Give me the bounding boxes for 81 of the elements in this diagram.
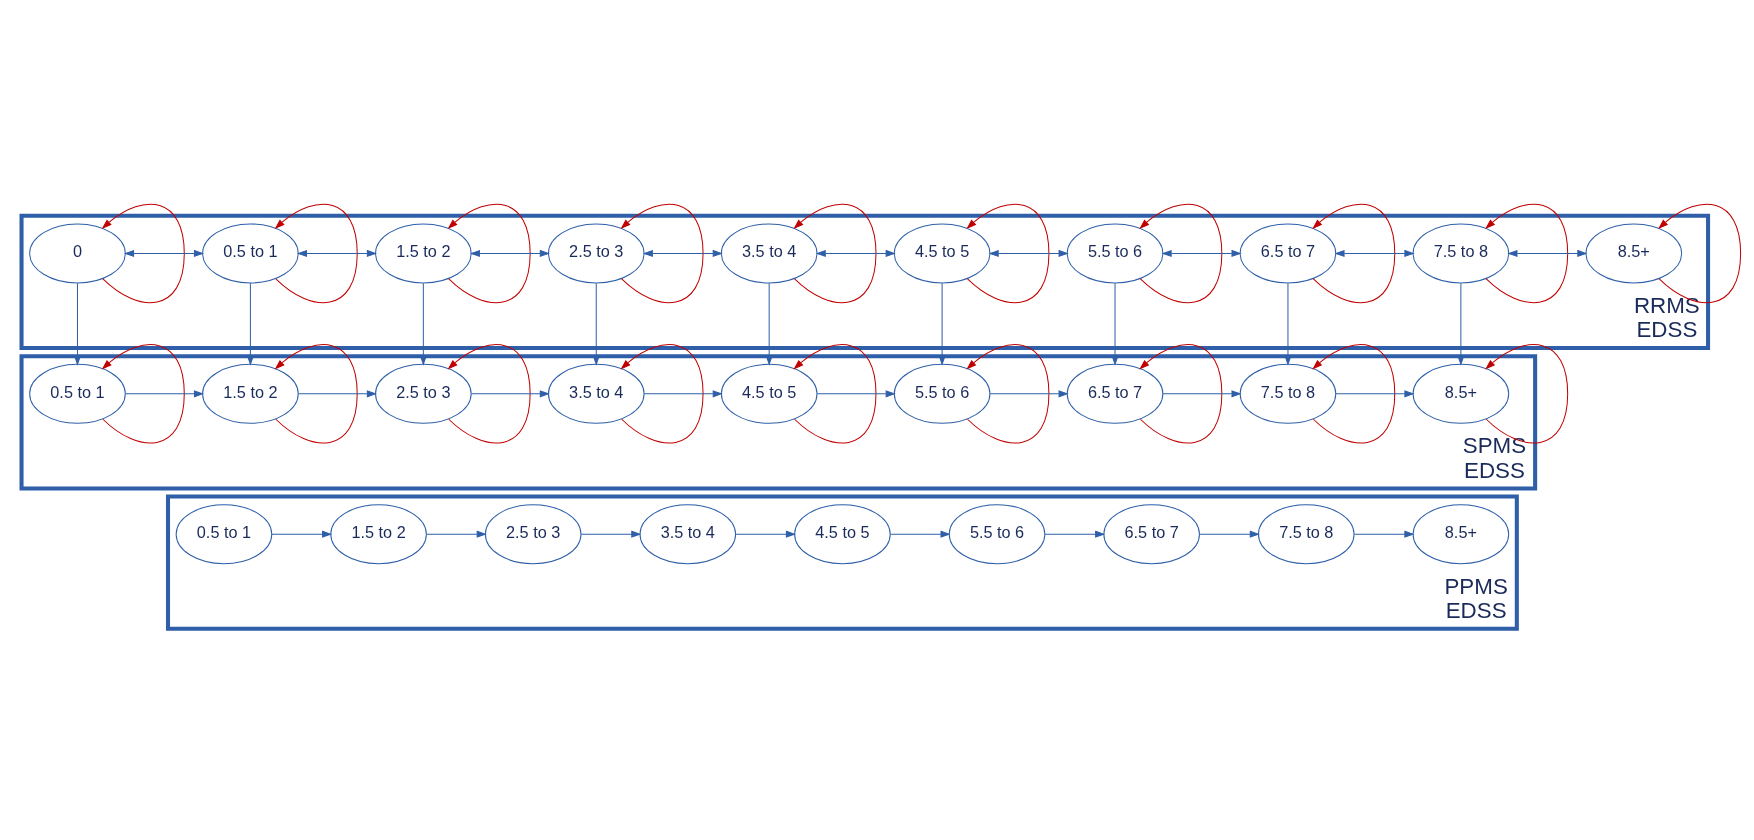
arrow (966, 203, 1050, 303)
node-ellipse: 2.5 to 3 (375, 363, 472, 424)
arrow (793, 203, 877, 303)
arrow (988, 249, 1069, 257)
arrow (1658, 203, 1742, 303)
arrow (246, 282, 254, 366)
node-ellipse: 6.5 to 7 (1239, 222, 1337, 283)
arrow (73, 282, 82, 366)
arrow (765, 282, 773, 366)
node-ellipse: 0 (29, 222, 126, 283)
arrow (419, 282, 427, 366)
arrow (938, 282, 946, 366)
arrow (1284, 282, 1292, 366)
node-ellipse: 0.5 to 1 (175, 503, 273, 564)
node-ellipse: 4.5 to 5 (794, 503, 891, 564)
node-ellipse: 3.5 to 4 (547, 363, 645, 424)
arrow (815, 249, 896, 257)
arrow (989, 389, 1069, 397)
arrow (1353, 530, 1415, 538)
arrow (1139, 343, 1223, 443)
arrow (447, 203, 531, 303)
node-ellipse: 1.5 to 2 (330, 503, 427, 564)
arrow (580, 530, 642, 538)
arrow (1111, 282, 1119, 366)
node-ellipse: 3.5 to 4 (720, 222, 818, 283)
arrow (1485, 343, 1569, 443)
arrow (469, 249, 550, 257)
arrow (470, 389, 550, 397)
arrow (1485, 203, 1569, 303)
node-ellipse: 1.5 to 2 (202, 363, 299, 424)
arrow (1161, 249, 1242, 257)
node-ellipse: 5.5 to 6 (948, 503, 1046, 564)
node-ellipse: 5.5 to 6 (893, 363, 991, 424)
node-ellipse: 8.5+ (1412, 363, 1510, 424)
node-ellipse: 8.5+ (1585, 222, 1683, 283)
arrow (1334, 249, 1415, 257)
node-ellipse: 6.5 to 7 (1066, 363, 1164, 424)
arrow (1312, 203, 1396, 303)
arrow (296, 249, 378, 257)
node-ellipse: 7.5 to 8 (1239, 363, 1337, 424)
node-ellipse: 8.5+ (1412, 503, 1510, 564)
node-ellipse: 2.5 to 3 (547, 222, 645, 283)
arrow (426, 530, 487, 538)
node-ellipse: 0.5 to 1 (29, 363, 126, 424)
arrow (1162, 389, 1242, 397)
arrow (1312, 343, 1396, 443)
arrow (1335, 389, 1415, 397)
node-ellipse: 7.5 to 8 (1412, 222, 1510, 283)
node-ellipse: 2.5 to 3 (484, 503, 582, 564)
arrow (124, 389, 205, 397)
arrow (1044, 530, 1106, 538)
arrow (274, 343, 358, 443)
arrow (123, 249, 205, 257)
arrow (889, 530, 951, 538)
arrow (643, 389, 723, 397)
arrow (1199, 530, 1260, 538)
arrow (447, 343, 531, 443)
arrow (1507, 249, 1588, 257)
arrow (966, 343, 1050, 443)
arrow (274, 203, 358, 303)
arrow (297, 389, 378, 397)
arrow (101, 343, 185, 443)
node-ellipse: 6.5 to 7 (1103, 503, 1200, 564)
arrow (271, 530, 333, 538)
node-ellipse: 5.5 to 6 (1066, 222, 1164, 283)
arrow (620, 203, 704, 303)
arrow (735, 530, 797, 538)
node-ellipse: 3.5 to 4 (639, 503, 737, 564)
arrow (793, 343, 877, 443)
node-ellipse: 4.5 to 5 (720, 363, 818, 424)
arrow (620, 343, 704, 443)
arrow (1457, 282, 1465, 366)
arrow (642, 249, 723, 257)
arrow (816, 389, 896, 397)
node-ellipse: 1.5 to 2 (375, 222, 472, 283)
arrow (592, 282, 600, 366)
node-ellipse: 0.5 to 1 (202, 222, 299, 283)
arrow (101, 203, 185, 303)
arrow (1139, 203, 1223, 303)
node-ellipse: 4.5 to 5 (893, 222, 991, 283)
node-ellipse: 7.5 to 8 (1257, 503, 1355, 564)
